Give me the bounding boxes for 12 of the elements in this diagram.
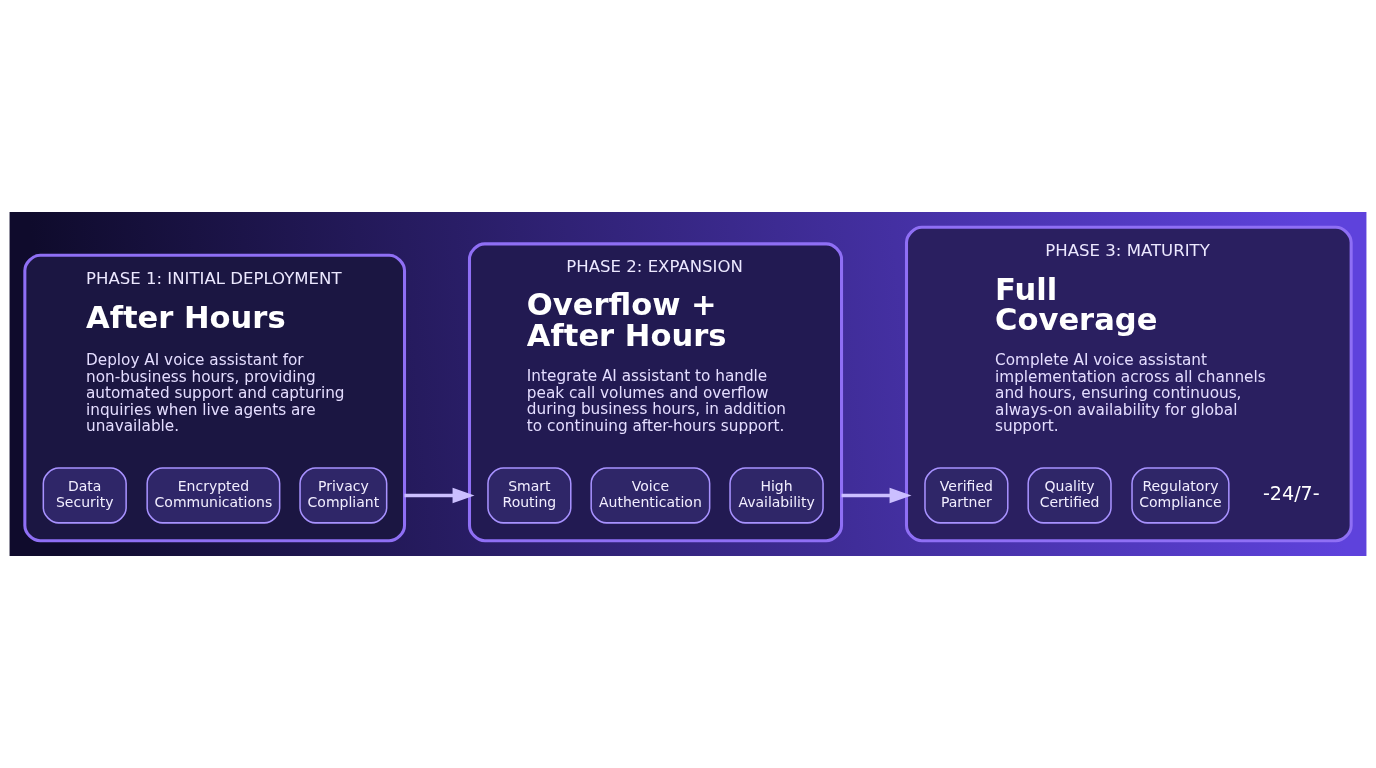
arrow [404, 487, 475, 504]
node-box: Regulatory Compliance [1131, 467, 1230, 524]
node-box: Voice Authentication [590, 467, 711, 524]
node-box: Smart Routing [487, 467, 572, 524]
label: -24/7- [1262, 481, 1320, 505]
node-box: High Availability [729, 467, 824, 524]
node-box: Encrypted Communications [146, 467, 281, 524]
node-box: Verified Partner [924, 467, 1009, 524]
node-box: Privacy Compliant [299, 467, 388, 524]
arrow [841, 487, 912, 504]
node-box: Data Security [42, 467, 127, 524]
node-box: Quality Certified [1027, 467, 1112, 524]
